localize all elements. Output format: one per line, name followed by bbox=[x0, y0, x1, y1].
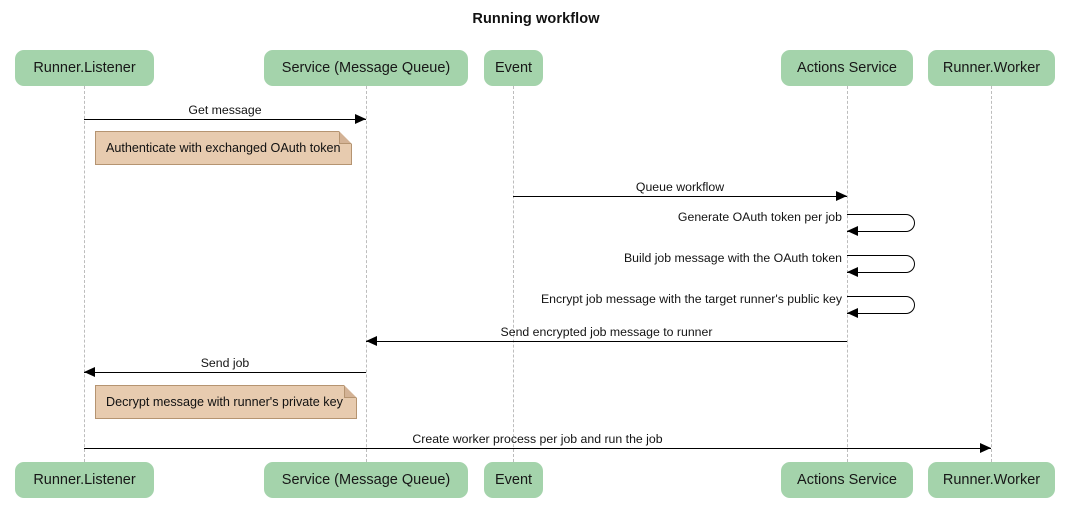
message-line-send-encrypted-job-message bbox=[366, 341, 847, 342]
actor-event-bottom[interactable]: Event bbox=[484, 462, 543, 498]
actor-actions-service-bottom[interactable]: Actions Service bbox=[781, 462, 913, 498]
message-line-send-job bbox=[84, 372, 366, 373]
message-label-create-worker-process: Create worker process per job and run th… bbox=[412, 432, 663, 446]
note-fold-cut bbox=[339, 131, 352, 144]
message-line-queue-workflow bbox=[513, 196, 847, 197]
message-label-encrypt-job-message: Encrypt job message with the target runn… bbox=[540, 292, 842, 306]
message-label-build-job-message: Build job message with the OAuth token bbox=[623, 251, 842, 265]
note-decrypt-text: Decrypt message with runner's private ke… bbox=[106, 395, 343, 409]
note-authenticate: Authenticate with exchanged OAuth token bbox=[95, 131, 352, 165]
arrowhead-encrypt-job-message bbox=[847, 308, 858, 318]
arrowhead-send-job bbox=[84, 367, 95, 377]
arrowhead-create-worker-process bbox=[980, 443, 991, 453]
message-label-send-job: Send job bbox=[200, 356, 250, 370]
lifeline-event bbox=[513, 86, 514, 462]
lifeline-message-queue bbox=[366, 86, 367, 462]
actor-runner-worker-top[interactable]: Runner.Worker bbox=[928, 50, 1055, 86]
selfloop-generate-oauth-token bbox=[847, 214, 915, 232]
note-decrypt: Decrypt message with runner's private ke… bbox=[95, 385, 357, 419]
arrowhead-generate-oauth-token bbox=[847, 226, 858, 236]
selfloop-encrypt-job-message bbox=[847, 296, 915, 314]
message-label-send-encrypted-job-message: Send encrypted job message to runner bbox=[500, 325, 713, 339]
message-label-queue-workflow: Queue workflow bbox=[635, 180, 725, 194]
message-line-create-worker-process bbox=[84, 448, 991, 449]
lifeline-runner-listener bbox=[84, 86, 85, 462]
actor-runner-listener-top[interactable]: Runner.Listener bbox=[15, 50, 154, 86]
arrowhead-send-encrypted-job-message bbox=[366, 336, 377, 346]
actor-message-queue-top[interactable]: Service (Message Queue) bbox=[264, 50, 468, 86]
actor-event-top[interactable]: Event bbox=[484, 50, 543, 86]
message-label-generate-oauth-token: Generate OAuth token per job bbox=[677, 210, 842, 224]
actor-runner-worker-bottom[interactable]: Runner.Worker bbox=[928, 462, 1055, 498]
selfloop-build-job-message bbox=[847, 255, 915, 273]
actor-actions-service-top[interactable]: Actions Service bbox=[781, 50, 913, 86]
arrowhead-queue-workflow bbox=[836, 191, 847, 201]
page-title: Running workflow bbox=[472, 11, 600, 27]
lifeline-runner-worker bbox=[991, 86, 992, 462]
note-authenticate-text: Authenticate with exchanged OAuth token bbox=[106, 141, 341, 155]
arrowhead-build-job-message bbox=[847, 267, 858, 277]
arrowhead-get-message bbox=[355, 114, 366, 124]
note-fold-cut bbox=[344, 385, 357, 398]
message-line-get-message bbox=[84, 119, 366, 120]
actor-message-queue-bottom[interactable]: Service (Message Queue) bbox=[264, 462, 468, 498]
actor-runner-listener-bottom[interactable]: Runner.Listener bbox=[15, 462, 154, 498]
message-label-get-message: Get message bbox=[188, 103, 262, 117]
